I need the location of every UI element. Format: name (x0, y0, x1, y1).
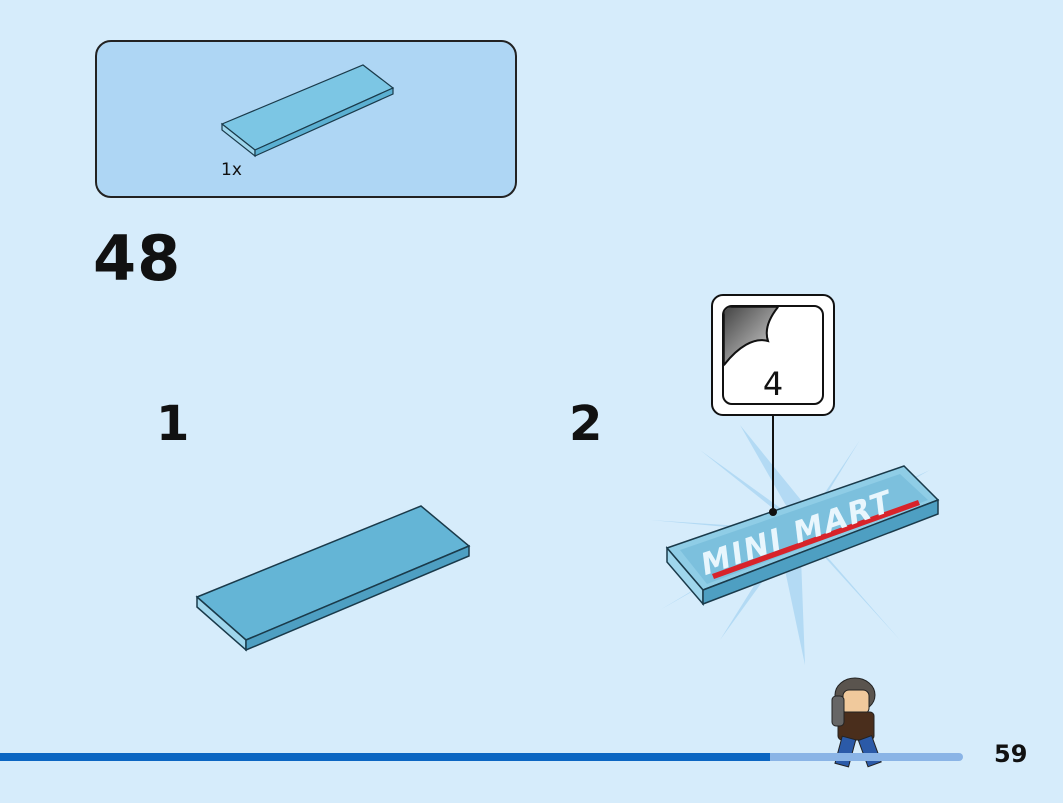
substep-number-2: 2 (569, 396, 603, 452)
mini-mart-sign-tile: MINI MART (665, 465, 940, 607)
substep-1-tile (195, 505, 471, 652)
substep-number-1: 1 (156, 396, 190, 452)
flat-tile-1x4-icon (220, 64, 395, 158)
page-number: 59 (994, 740, 1028, 768)
sticker-callout: 4 (711, 294, 835, 416)
callout-pointer-dot (769, 508, 777, 516)
parts-callout-box: 1x (95, 40, 517, 198)
sticker-number: 4 (762, 365, 784, 403)
progress-bar-remaining (770, 753, 963, 761)
step-number: 48 (93, 222, 182, 295)
sticker-sheet-icon (724, 307, 779, 367)
progress-bar-fill (0, 753, 770, 761)
part-quantity: 1x (221, 160, 242, 180)
sticker-callout-inner: 4 (722, 305, 824, 405)
